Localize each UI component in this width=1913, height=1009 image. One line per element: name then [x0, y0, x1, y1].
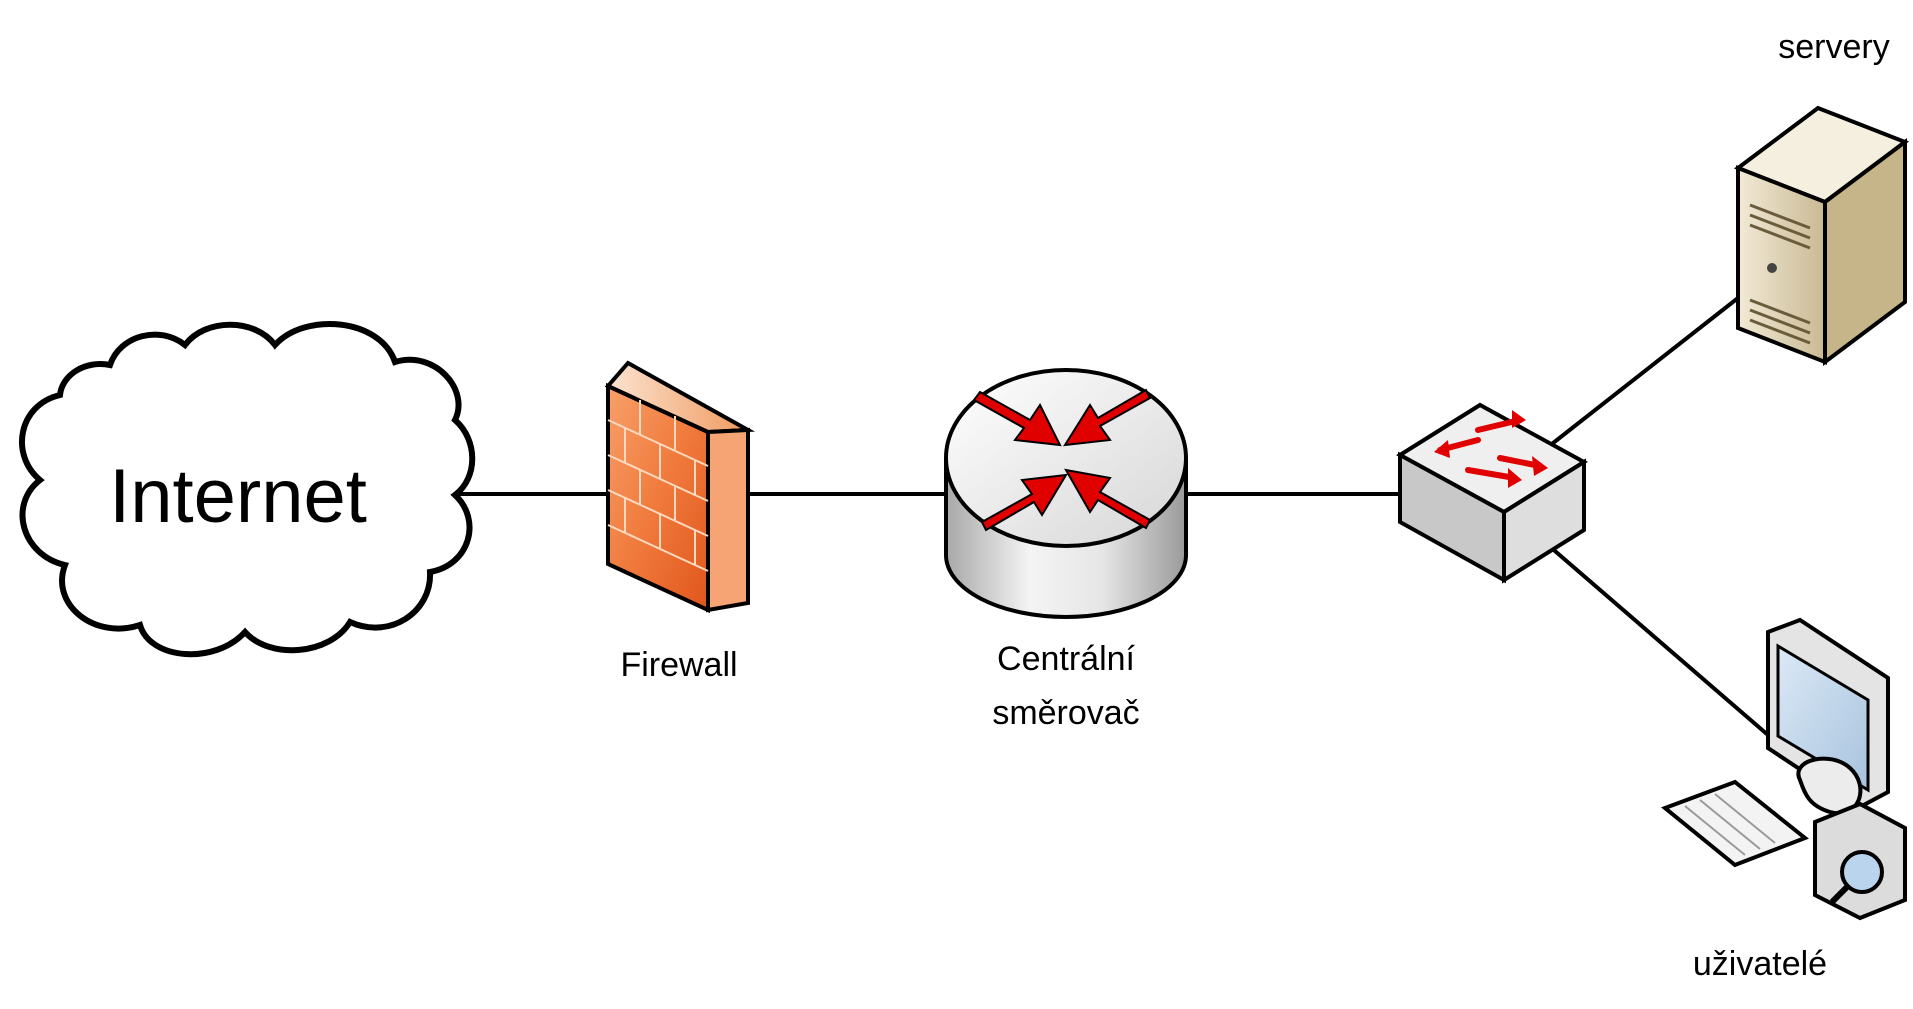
switch-icon [1396, 402, 1588, 584]
link-switch-users [1546, 543, 1770, 737]
firewall-icon [604, 360, 756, 614]
link-switch-servers [1546, 296, 1740, 449]
users-label: uživatelé [1693, 945, 1827, 983]
servers-node: servery [1733, 28, 1910, 366]
internet-node: Internet [19, 321, 476, 658]
workstation-icon [1661, 617, 1907, 921]
servers-label: servery [1778, 28, 1889, 66]
router-label-line1: Centrální [997, 640, 1136, 678]
cloud-icon [19, 321, 476, 658]
connections [455, 296, 1770, 737]
server-icon [1733, 105, 1910, 366]
firewall-node: Firewall [604, 360, 756, 684]
internet-label: Internet [109, 454, 367, 539]
users-node: uživatelé [1661, 617, 1907, 983]
router-icon [944, 368, 1188, 619]
switch-node [1396, 402, 1588, 584]
router-node: Centrální směrovač [944, 368, 1188, 732]
firewall-label: Firewall [620, 646, 737, 684]
router-label-line2: směrovač [992, 694, 1139, 732]
